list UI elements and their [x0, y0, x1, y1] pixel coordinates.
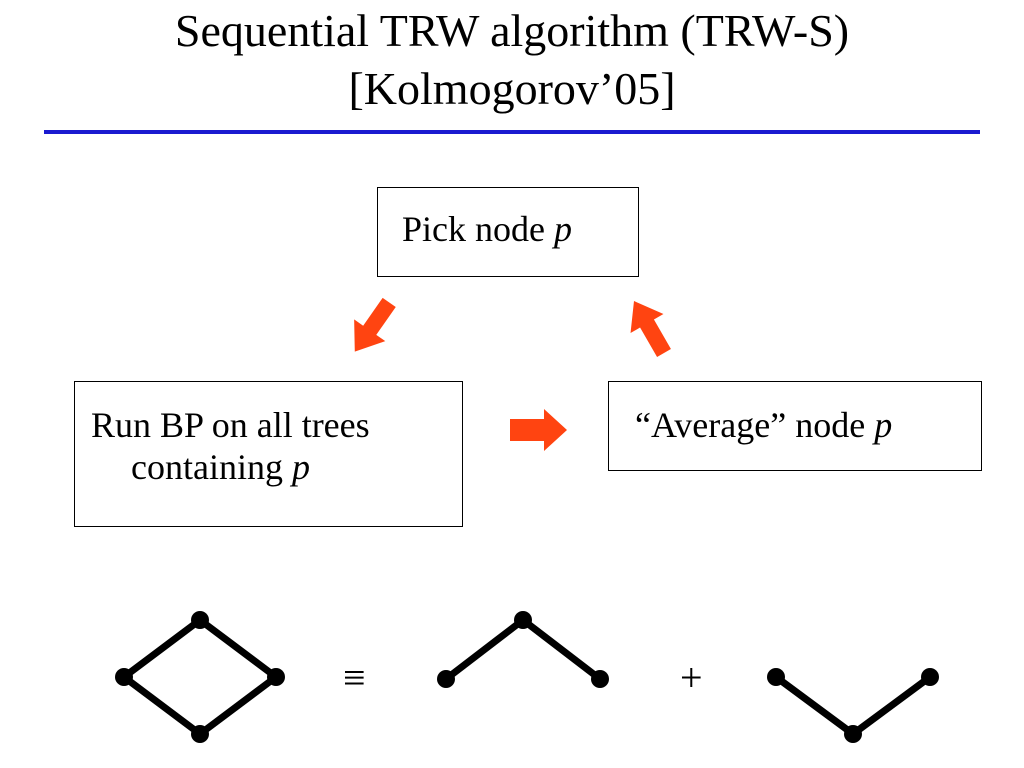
average-node-variable: p: [874, 405, 893, 445]
run-bp-line-1: Run BP on all trees: [91, 405, 370, 445]
average-node-box: “Average” node p: [608, 381, 982, 471]
arrow-up-left-icon: [630, 301, 671, 357]
title-line-2: [Kolmogorov’05]: [348, 63, 676, 114]
run-bp-line-2-text: containing: [131, 447, 292, 487]
lower-chain-graph: [767, 668, 939, 743]
run-bp-variable: p: [291, 447, 310, 487]
run-bp-line-2: containing p: [91, 446, 462, 488]
diamond-graph: [115, 611, 285, 743]
pick-node-variable: p: [553, 209, 572, 249]
arrow-right-icon: [510, 409, 567, 451]
arrow-down-left-icon: [354, 297, 396, 352]
pick-node-text: Pick node: [402, 209, 554, 249]
pick-node-box: Pick node p: [377, 187, 639, 277]
slide-title: Sequential TRW algorithm (TRW-S) [Kolmog…: [0, 2, 1024, 118]
title-line-1: Sequential TRW algorithm (TRW-S): [174, 5, 850, 56]
equivalence-symbol: ≡: [343, 655, 366, 700]
run-bp-box: Run BP on all trees containing p: [74, 381, 463, 527]
upper-chain-graph: [437, 611, 609, 688]
title-underline: [44, 130, 980, 134]
average-node-text: “Average” node: [635, 405, 875, 445]
plus-symbol: +: [680, 655, 703, 700]
